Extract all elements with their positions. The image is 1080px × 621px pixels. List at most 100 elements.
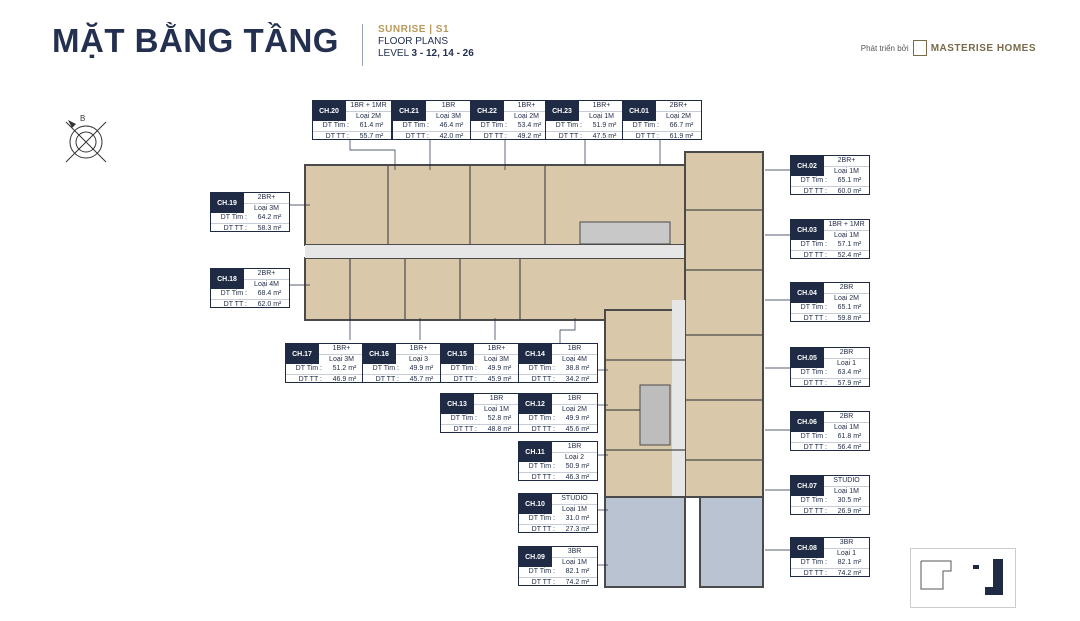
- unit-code: CH.19: [211, 193, 243, 213]
- stair-core: [639, 384, 671, 446]
- dt-tt-value: 74.2 m²: [837, 570, 862, 577]
- dt-tt-label: DT TT :: [531, 579, 555, 586]
- dt-tt-label: DT TT :: [453, 426, 477, 433]
- unit-variant: Loại 2M: [514, 113, 539, 120]
- unit-variant: Loại 1M: [834, 232, 859, 239]
- dt-tt-value: 34.2 m²: [565, 376, 590, 383]
- unit-ch09-plan: [604, 496, 686, 588]
- dt-tt-value: 58.3 m²: [257, 225, 282, 232]
- dt-tim-label: DT Tim :: [322, 122, 349, 129]
- unit-type: 1BR + 1MR: [824, 220, 869, 231]
- dt-tim-value: 64.2 m²: [257, 214, 282, 221]
- unit-code: CH.14: [519, 344, 551, 364]
- unit-variant: Loại 1M: [834, 488, 859, 495]
- unit-code: CH.07: [791, 476, 823, 496]
- dt-tim-label: DT Tim :: [800, 559, 827, 566]
- partitions: [349, 165, 763, 461]
- dt-tim-label: DT Tim :: [528, 515, 555, 522]
- unit-code: CH.05: [791, 348, 823, 368]
- unit-code: CH.21: [393, 101, 425, 121]
- unit-type: 1BR+: [504, 101, 549, 112]
- dt-tt-label: DT TT :: [223, 301, 247, 308]
- unit-code: CH.20: [313, 101, 345, 121]
- unit-type: 2BR: [824, 283, 869, 294]
- unit-ch08-plan: [699, 496, 764, 588]
- dt-tim-label: DT Tim :: [528, 568, 555, 575]
- dt-tim-label: DT Tim :: [800, 497, 827, 504]
- dt-tt-label: DT TT :: [453, 376, 477, 383]
- dt-tt-label: DT TT :: [298, 376, 322, 383]
- dt-tt-value: 46.9 m²: [332, 376, 357, 383]
- unit-variant: Loại 3M: [436, 113, 461, 120]
- floor-plans-label: FLOOR PLANS: [378, 36, 449, 47]
- dt-tim-value: 52.8 m²: [487, 415, 512, 422]
- dt-tim-label: DT Tim :: [528, 415, 555, 422]
- dt-tt-value: 61.9 m²: [669, 133, 694, 140]
- dt-tt-value: 45.9 m²: [487, 376, 512, 383]
- unit-code: CH.01: [623, 101, 655, 121]
- unit-code: CH.22: [471, 101, 503, 121]
- dt-tt-label: DT TT :: [803, 444, 827, 451]
- dt-tim-value: 51.2 m²: [332, 365, 357, 372]
- project-name: SUNRISE | S1: [378, 24, 450, 35]
- unit-type: 1BR: [474, 394, 519, 405]
- unit-code: CH.02: [791, 156, 823, 176]
- dt-tim-value: 61.8 m²: [837, 433, 862, 440]
- dt-tt-label: DT TT :: [803, 380, 827, 387]
- dt-tt-value: 56.4 m²: [837, 444, 862, 451]
- dt-tim-value: 82.1 m²: [565, 568, 590, 575]
- dt-tim-value: 51.9 m²: [592, 122, 617, 129]
- dt-tim-value: 49.9 m²: [409, 365, 434, 372]
- dt-tt-value: 59.8 m²: [837, 315, 862, 322]
- unit-variant: Loại 2M: [562, 406, 587, 413]
- dt-tim-label: DT Tim :: [800, 177, 827, 184]
- dt-tt-value: 45.7 m²: [409, 376, 434, 383]
- dt-tt-label: DT TT :: [635, 133, 659, 140]
- dt-tt-value: 27.3 m²: [565, 526, 590, 533]
- unit-type: 2BR: [824, 348, 869, 359]
- dt-tt-label: DT TT :: [803, 188, 827, 195]
- dt-tim-value: 57.1 m²: [837, 241, 862, 248]
- dt-tt-label: DT TT :: [531, 426, 555, 433]
- dt-tt-label: DT TT :: [375, 376, 399, 383]
- unit-variant: Loại 3: [408, 356, 429, 363]
- unit-variant: Loại 3M: [254, 205, 279, 212]
- dt-tim-label: DT Tim :: [402, 122, 429, 129]
- compass-icon: B: [65, 114, 107, 163]
- unit-type: 1BR + 1MR: [346, 101, 391, 112]
- unit-variant: Loại 3M: [484, 356, 509, 363]
- dt-tim-label: DT Tim :: [800, 304, 827, 311]
- dt-tim-label: DT Tim :: [220, 214, 247, 221]
- unit-code: CH.17: [286, 344, 318, 364]
- dt-tt-value: 62.0 m²: [257, 301, 282, 308]
- dt-tim-label: DT Tim :: [632, 122, 659, 129]
- unit-code: CH.13: [441, 394, 473, 414]
- unit-code: CH.06: [791, 412, 823, 432]
- core-block: [579, 221, 671, 245]
- dt-tim-value: 49.9 m²: [487, 365, 512, 372]
- unit-type: 1BR+: [396, 344, 441, 355]
- unit-variant: Loại 3M: [329, 356, 354, 363]
- unit-variant: Loại 2M: [666, 113, 691, 120]
- unit-type: 2BR+: [656, 101, 701, 112]
- level-value: 3 - 12, 14 - 26: [411, 48, 474, 59]
- unit-variant: Loại 2M: [834, 295, 859, 302]
- unit-code: CH.15: [441, 344, 473, 364]
- dt-tt-value: 55.7 m²: [359, 133, 384, 140]
- dt-tt-label: DT TT :: [531, 376, 555, 383]
- dt-tt-label: DT TT :: [803, 570, 827, 577]
